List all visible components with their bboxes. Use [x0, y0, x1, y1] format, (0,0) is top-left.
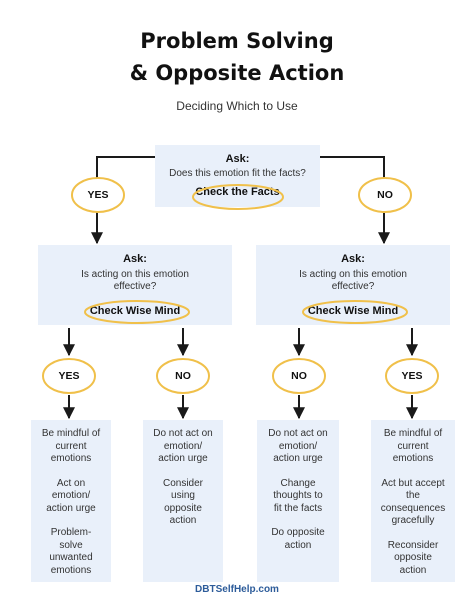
second-question-box-right: Ask: Is acting on this emotion effective…	[256, 245, 450, 325]
result-item: Act but accept the consequences graceful…	[380, 477, 446, 527]
second-check-label-left: Check Wise Mind	[89, 305, 181, 317]
result-item: Problem- solve unwanted emotions	[49, 527, 93, 576]
result-item: Do not act on emotion/ action urge	[268, 428, 328, 464]
leaf-label-2: NO	[175, 370, 191, 382]
second-question-box-left: Ask: Is acting on this emotion effective…	[38, 245, 232, 325]
result-box-3: Do not act on emotion/ action urge Chang…	[257, 420, 339, 582]
highlight-circle-right	[302, 300, 408, 324]
footer-site-link[interactable]: DBTSelfHelp.com	[195, 584, 279, 595]
result-box-1: Be mindful of current emotions Act on em…	[31, 420, 111, 582]
result-item: Do opposite action	[271, 527, 325, 551]
result-item: Act on emotion/ action urge	[46, 477, 96, 514]
leaf-circle-1	[42, 358, 96, 394]
result-item: Do not act on emotion/ action urge	[153, 428, 213, 464]
branch-circle-yes	[71, 177, 125, 213]
second-question-line-2-right: effective?	[331, 281, 375, 292]
highlight-circle-top	[192, 184, 284, 210]
result-item: Be mindful of current emotions	[383, 428, 443, 464]
second-check-label-right: Check Wise Mind	[307, 305, 399, 317]
leaf-label-4: YES	[401, 370, 423, 382]
result-item: Be mindful of current emotions	[41, 428, 101, 464]
branch-circle-no	[358, 177, 412, 213]
branch-label-no: NO	[377, 189, 393, 201]
branch-label-yes: YES	[87, 189, 109, 201]
result-box-4: Be mindful of current emotions Act but a…	[371, 420, 455, 582]
second-question-line-1-left: Is acting on this emotion	[81, 269, 189, 280]
result-item: Consider using opposite action	[162, 477, 204, 527]
connector-top-right	[320, 156, 390, 245]
leaf-label-3: NO	[291, 370, 307, 382]
leaf-circle-3	[272, 358, 326, 394]
second-question-line-2-left: effective?	[113, 281, 157, 292]
result-box-2: Do not act on emotion/ action urge Consi…	[143, 420, 223, 582]
result-item: Reconsider opposite action	[387, 539, 439, 576]
leaf-label-1: YES	[58, 370, 80, 382]
second-ask-label-right: Ask:	[341, 253, 365, 265]
result-item: Change thoughts to fit the facts	[273, 477, 323, 514]
page-subtitle: Deciding Which to Use	[176, 99, 298, 113]
leaf-circle-2	[156, 358, 210, 394]
top-check-label: Check the Facts	[195, 186, 280, 198]
second-ask-label-left: Ask:	[123, 253, 147, 265]
top-question-text: Does this emotion fit the facts?	[169, 168, 306, 179]
leaf-circle-4	[385, 358, 439, 394]
page-title-line-1: Problem Solving	[140, 29, 334, 53]
top-question-box: Ask: Does this emotion fit the facts? Ch…	[155, 145, 320, 207]
connector-top-left	[91, 156, 155, 245]
highlight-circle-left	[84, 300, 190, 324]
second-question-line-1-right: Is acting on this emotion	[299, 269, 407, 280]
page-title-line-2: & Opposite Action	[129, 61, 345, 85]
top-ask-label: Ask:	[225, 153, 250, 165]
